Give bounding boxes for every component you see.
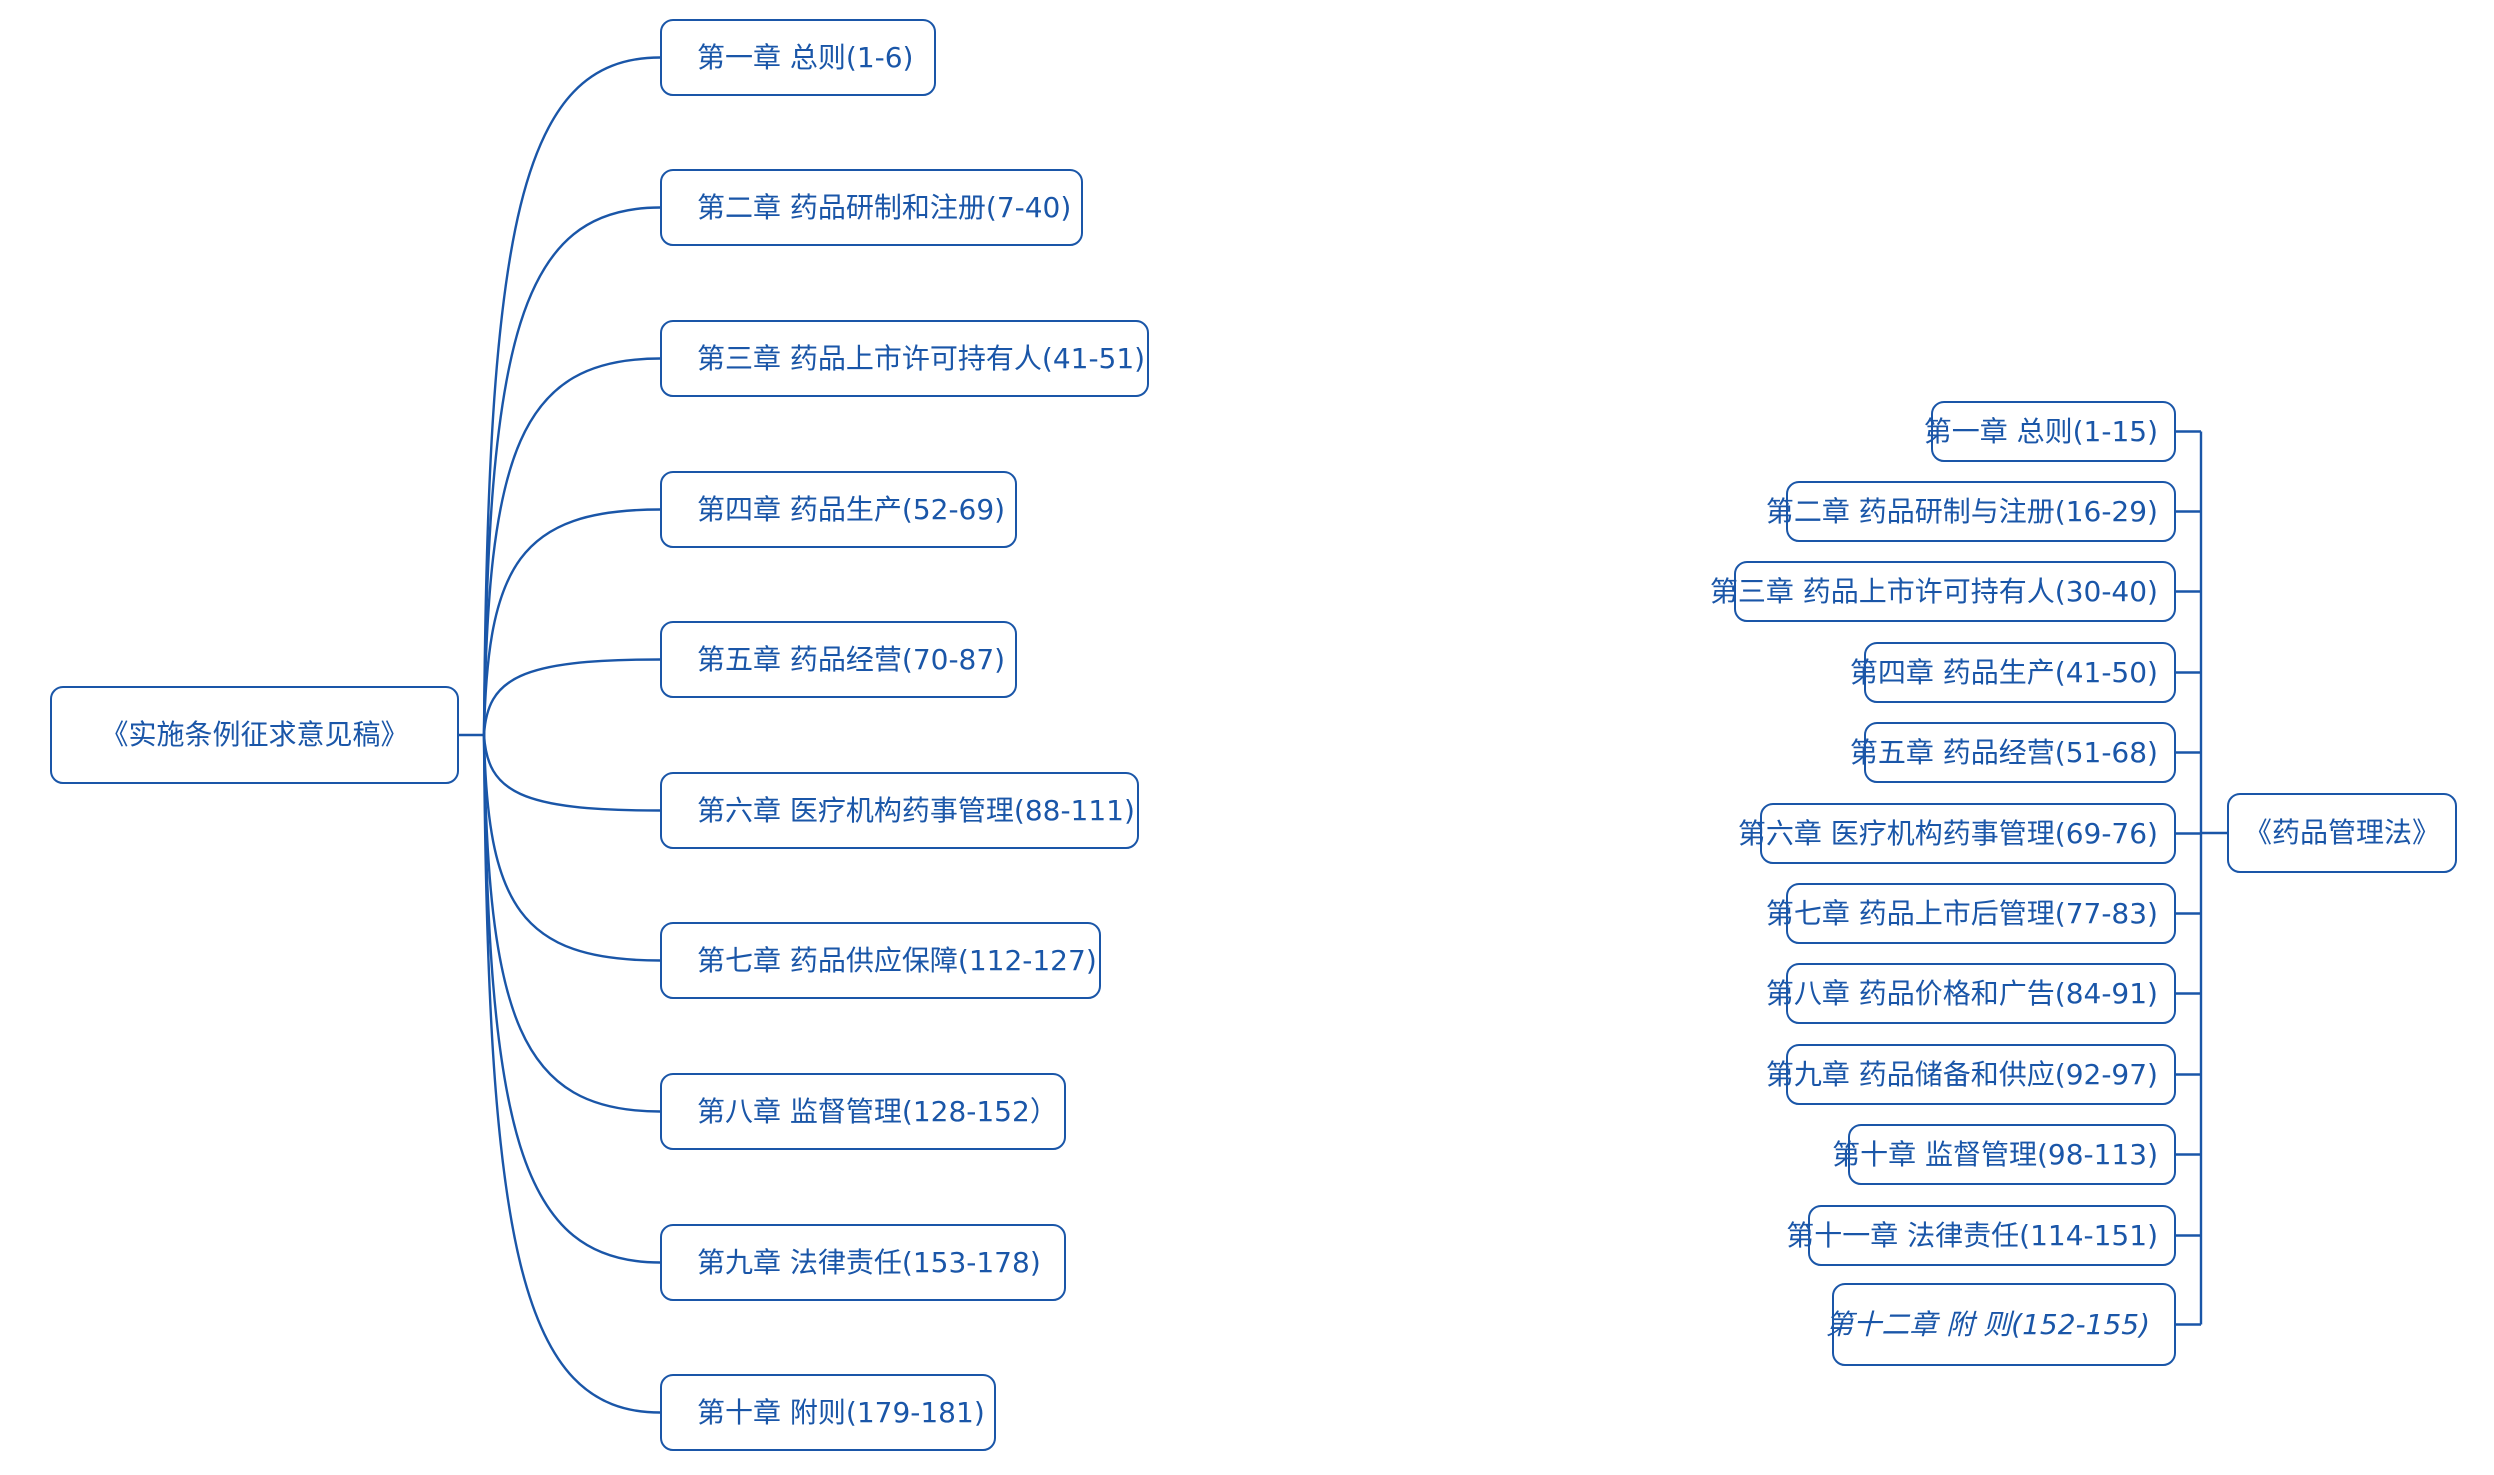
left-branch-8	[482, 734, 661, 1113]
right-chapter-7[interactable]: 第七章 药品上市后管理(77-83)	[1766, 883, 2176, 944]
left-root-node[interactable]: 《实施条例征求意见稿》	[50, 686, 459, 784]
left-branch-4	[482, 508, 661, 736]
left-branch-7	[482, 734, 661, 962]
left-chapter-6[interactable]: 第六章 医疗机构药事管理(88-111)	[660, 772, 1139, 849]
left-chapter-9[interactable]: 第九章 法律责任(153-178)	[660, 1224, 1066, 1301]
left-branch-5	[482, 658, 661, 736]
right-chapter-11[interactable]: 第十一章 法律责任(114-151)	[1786, 1205, 2176, 1266]
right-chapter-6[interactable]: 第六章 医疗机构药事管理(69-76)	[1738, 803, 2176, 864]
left-chapter-3[interactable]: 第三章 药品上市许可持有人(41-51)	[660, 320, 1149, 397]
left-branch-3	[482, 357, 661, 736]
left-chapter-4[interactable]: 第四章 药品生产(52-69)	[660, 471, 1017, 548]
right-chapter-10[interactable]: 第十章 监督管理(98-113)	[1832, 1124, 2176, 1185]
right-chapter-12[interactable]: 第十二章 附 则(152-155)	[1825, 1283, 2176, 1366]
left-chapter-10[interactable]: 第十章 附则(179-181)	[660, 1374, 996, 1451]
right-chapter-4[interactable]: 第四章 药品生产(41-50)	[1850, 642, 2176, 703]
left-chapter-5[interactable]: 第五章 药品经营(70-87)	[660, 621, 1017, 698]
left-chapter-8[interactable]: 第八章 监督管理(128-152）	[660, 1073, 1066, 1150]
right-chapter-1[interactable]: 第一章 总则(1-15)	[1924, 401, 2176, 462]
right-chapter-5[interactable]: 第五章 药品经营(51-68)	[1850, 722, 2176, 783]
left-chapter-2[interactable]: 第二章 药品研制和注册(7-40)	[660, 169, 1083, 246]
left-chapter-1[interactable]: 第一章 总则(1-6)	[660, 19, 936, 96]
right-chapter-2[interactable]: 第二章 药品研制与注册(16-29)	[1766, 481, 2176, 542]
left-chapter-7[interactable]: 第七章 药品供应保障(112-127)	[660, 922, 1101, 999]
right-chapter-3[interactable]: 第三章 药品上市许可持有人(30-40)	[1710, 561, 2176, 622]
left-branch-10	[482, 734, 661, 1414]
left-branch-2	[482, 206, 661, 736]
left-branch-6	[482, 734, 661, 812]
right-chapter-8[interactable]: 第八章 药品价格和广告(84-91)	[1766, 963, 2176, 1024]
right-chapter-9[interactable]: 第九章 药品储备和供应(92-97)	[1766, 1044, 2176, 1105]
right-root-node[interactable]: 《药品管理法》	[2227, 793, 2457, 873]
left-branch-1	[482, 56, 661, 736]
